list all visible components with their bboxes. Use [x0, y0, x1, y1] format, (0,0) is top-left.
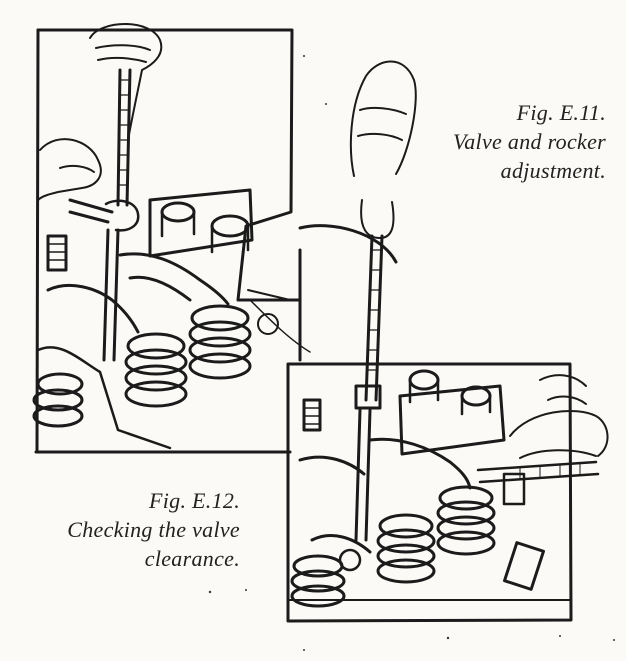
fig-e12-illustration [286, 60, 609, 623]
fig-e12-number: Fig. E.12. [149, 488, 240, 513]
fig-e11-number: Fig. E.11. [516, 100, 606, 125]
fig-e12-line-1: Checking the valve [67, 517, 240, 542]
fig-e12-line-2: clearance. [144, 546, 240, 571]
fig-e12-caption: Fig. E.12. Checking the valve clearance. [22, 486, 240, 573]
fig-e11-valve-springs [32, 304, 252, 428]
fig-e12-valve-springs [290, 485, 496, 608]
fig-e11-caption: Fig. E.11. Valve and rocker adjustment. [400, 98, 606, 185]
fig-e11-line-2: adjustment. [500, 158, 606, 183]
fig-e11-illustration [32, 23, 398, 454]
fig-e11-line-1: Valve and rocker [452, 129, 606, 154]
